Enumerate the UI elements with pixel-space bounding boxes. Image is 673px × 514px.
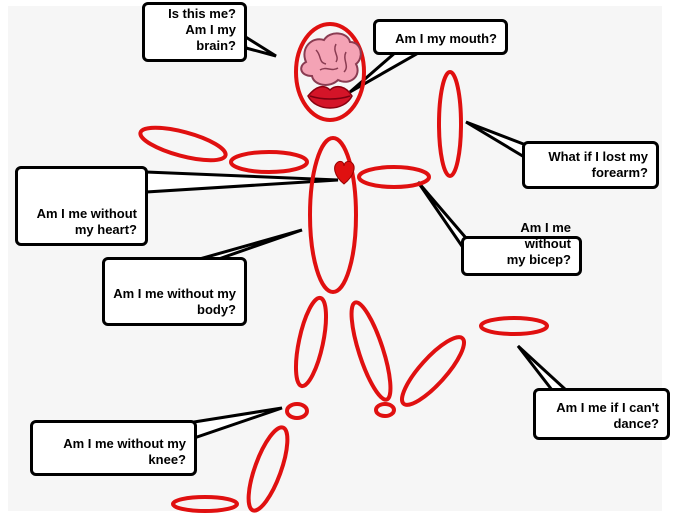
forearm-bubble-text: What if I lost my forearm? [548, 149, 648, 181]
mouth-speech-bubble: Am I my mouth? [373, 19, 508, 55]
forearm-speech-bubble: What if I lost my forearm? [522, 141, 659, 189]
heart-bubble-text: Am I me without my heart? [37, 206, 137, 238]
brain-speech-bubble: Is this me? Am I my brain? [142, 2, 247, 62]
dance-bubble-text: Am I me if I can't dance? [556, 400, 659, 432]
knee-bubble-text: Am I me without my knee? [63, 436, 186, 468]
brain-bubble-text: Is this me? Am I my brain? [168, 6, 236, 54]
heart-speech-bubble: Am I me without my heart? [15, 166, 148, 246]
bicep-speech-bubble: Am I me without my bicep? [461, 236, 582, 276]
dance-speech-bubble: Am I me if I can't dance? [533, 388, 670, 440]
bicep-bubble-text: Am I me without my bicep? [472, 220, 571, 268]
body-speech-bubble: Am I me without my body? [102, 257, 247, 326]
body-bubble-text: Am I me without my body? [113, 286, 236, 318]
mouth-bubble-text: Am I my mouth? [395, 31, 497, 47]
knee-speech-bubble: Am I me without my knee? [30, 420, 197, 476]
